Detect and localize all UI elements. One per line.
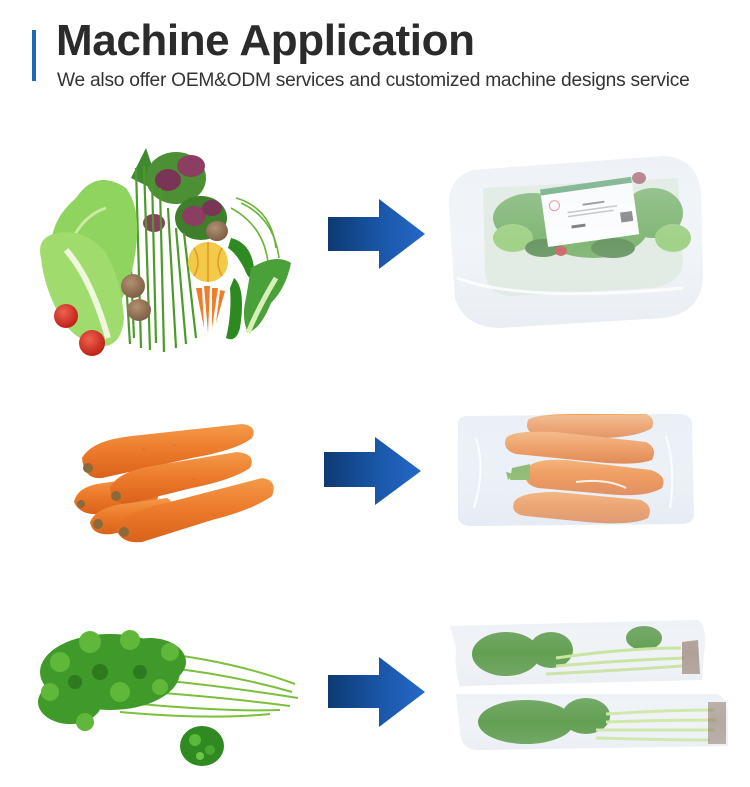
page-subtitle: We also offer OEM&ODM services and custo…: [57, 70, 690, 91]
tomato-icon: [54, 304, 78, 328]
section-header: Machine Application We also offer OEM&OD…: [0, 0, 750, 110]
arrow-right-icon: [328, 657, 426, 727]
packaged-salad-tray-image: [443, 148, 705, 330]
chopped-cilantro-icon: [180, 726, 224, 766]
carrots-image: [72, 418, 278, 546]
mixed-vegetables-image: [36, 138, 294, 360]
bagged-cilantro-image: [446, 618, 732, 754]
small-carrots-icon: [196, 286, 225, 333]
cilantro-bag-top: [450, 620, 706, 686]
cilantro-image: [30, 612, 302, 772]
page-title: Machine Application: [56, 16, 475, 65]
arrow-right-icon: [328, 199, 426, 269]
accent-bar: [32, 30, 36, 81]
arrow-right-icon: [324, 437, 422, 507]
potato-icon: [121, 274, 145, 298]
cilantro-bag-bottom: [456, 694, 728, 750]
bagged-carrots-image: [456, 408, 696, 528]
pepper-icon: [228, 238, 254, 278]
